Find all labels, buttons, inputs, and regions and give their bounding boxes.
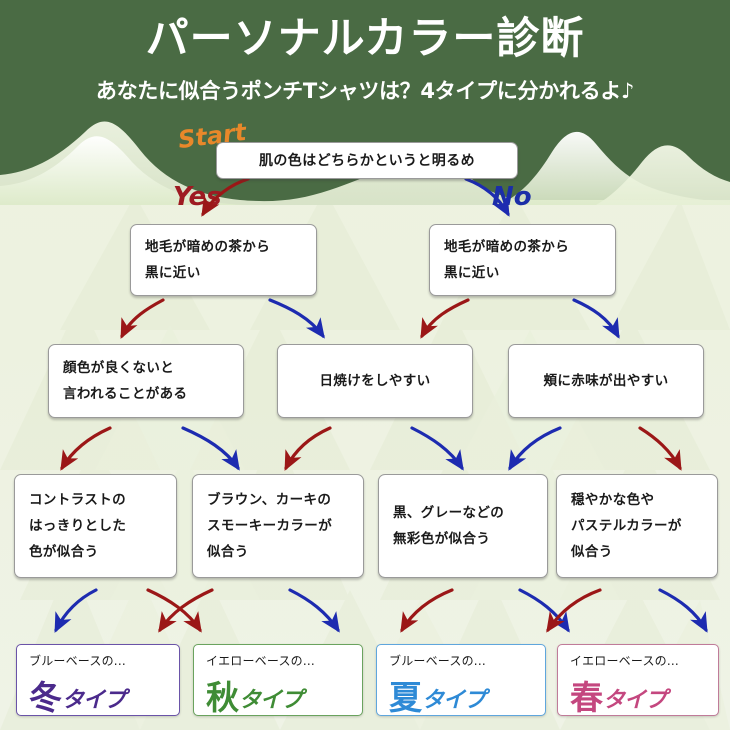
result-base-label: ブルーベースの... xyxy=(389,654,486,668)
question-box-sunburn: 日焼けをしやすい xyxy=(277,344,473,418)
trait-line: 穏やかな色や xyxy=(571,492,655,508)
trait-line: パステルカラーが xyxy=(571,518,682,534)
question-line: 顔色が良くないと xyxy=(63,360,175,376)
question-line: 日焼けをしやすい xyxy=(319,373,431,389)
page-subtitle: あなたに似合うポンチTシャツは？4タイプに分かれるよ♪ xyxy=(95,79,635,103)
result-card-winter[interactable]: ブルーベースの... 冬タイプ xyxy=(16,644,180,719)
trait-line: 色が似合う xyxy=(29,544,99,560)
question-line: 黒に近い xyxy=(444,265,500,281)
question-box-hair-color-left: 地毛が暗めの茶から 黒に近い xyxy=(130,224,317,296)
result-suffix: タイプ xyxy=(603,688,667,713)
question-line: 肌の色はどちらかというと明るめ xyxy=(259,152,475,169)
result-season: 冬 xyxy=(29,678,62,717)
result-season: 夏 xyxy=(389,678,422,717)
trait-line: 似合う xyxy=(207,544,249,560)
result-type-row: 夏タイプ xyxy=(389,671,545,719)
result-suffix: タイプ xyxy=(422,688,486,713)
trait-line: スモーキーカラーが xyxy=(207,518,333,534)
question-box-complexion: 顔色が良くないと 言われることがある xyxy=(48,344,244,418)
trait-line: 黒、グレーなどの xyxy=(393,505,505,521)
question-line: 地毛が暗めの茶から xyxy=(444,239,570,255)
trait-line: はっきりとした xyxy=(29,518,127,534)
question-box-cheek-redness: 頬に赤味が出やすい xyxy=(508,344,704,418)
question-line: 地毛が暗めの茶から xyxy=(145,239,271,255)
no-label: No xyxy=(492,182,532,212)
result-card-autumn[interactable]: イエローベースの... 秋タイプ xyxy=(193,644,363,719)
result-base-label: イエローベースの... xyxy=(570,654,679,668)
result-season: 春 xyxy=(570,678,603,717)
yes-label: Yes xyxy=(173,182,222,212)
result-suffix: タイプ xyxy=(239,688,303,713)
question-box-hair-color-right: 地毛が暗めの茶から 黒に近い xyxy=(429,224,616,296)
question-line: 黒に近い xyxy=(145,265,201,281)
page-title: パーソナルカラー診断 xyxy=(145,14,585,64)
trait-box-achromatic: 黒、グレーなどの 無彩色が似合う xyxy=(378,474,548,578)
result-type-row: 春タイプ xyxy=(570,671,718,719)
question-box-skin-tone: 肌の色はどちらかというと明るめ xyxy=(216,142,518,179)
trait-line: 似合う xyxy=(571,544,613,560)
result-type-row: 冬タイプ xyxy=(29,671,179,719)
trait-line: コントラストの xyxy=(29,492,127,508)
trait-box-contrast: コントラストの はっきりとした 色が似合う xyxy=(14,474,177,578)
result-base-label: ブルーベースの... xyxy=(29,654,126,668)
trait-box-smoky: ブラウン、カーキの スモーキーカラーが 似合う xyxy=(192,474,364,578)
question-line: 言われることがある xyxy=(63,386,188,402)
result-suffix: タイプ xyxy=(62,688,126,713)
trait-line: 無彩色が似合う xyxy=(393,531,491,547)
result-type-row: 秋タイプ xyxy=(206,671,362,719)
result-base-label: イエローベースの... xyxy=(206,654,315,668)
result-card-spring[interactable]: イエローベースの... 春タイプ xyxy=(557,644,719,719)
result-card-summer[interactable]: ブルーベースの... 夏タイプ xyxy=(376,644,546,719)
trait-line: ブラウン、カーキの xyxy=(207,492,332,508)
trait-box-pastel: 穏やかな色や パステルカラーが 似合う xyxy=(556,474,718,578)
question-line: 頬に赤味が出やすい xyxy=(543,373,669,389)
result-season: 秋 xyxy=(206,678,239,717)
